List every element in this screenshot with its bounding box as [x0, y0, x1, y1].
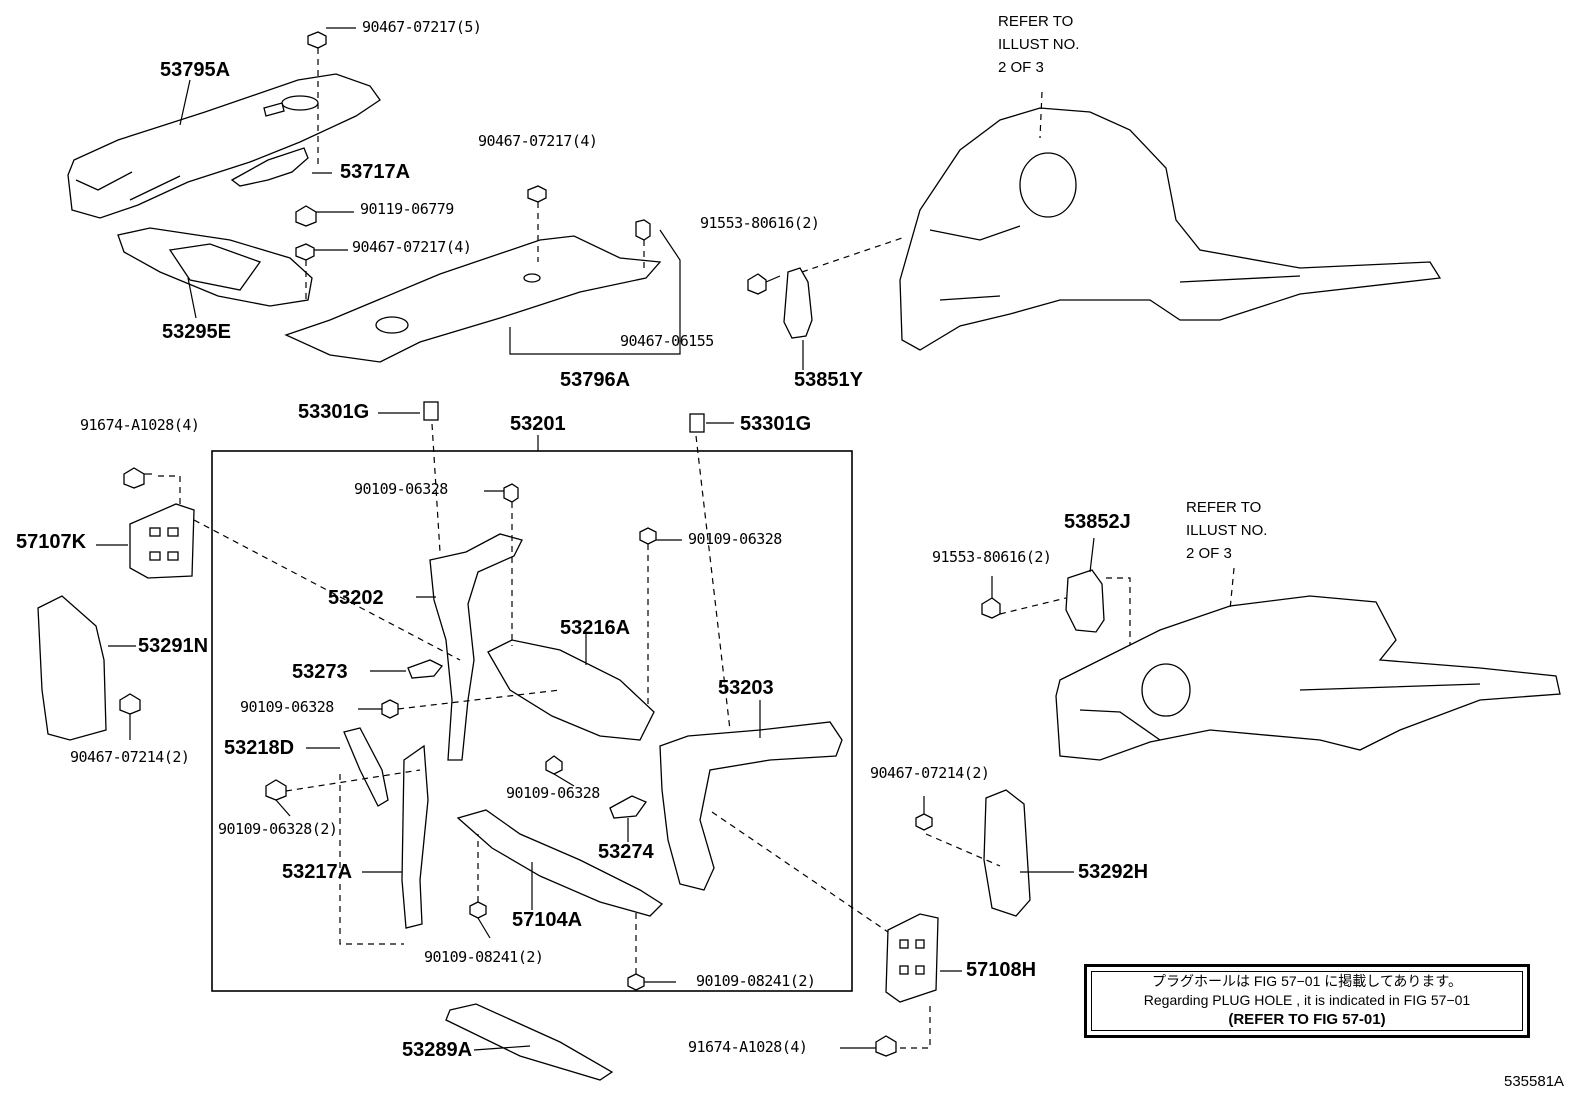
label-53717A: 53717A	[340, 161, 411, 183]
bolt-icon	[627, 973, 645, 991]
bolt-icon	[747, 273, 767, 295]
bolt-icon	[307, 31, 327, 49]
plug-hole-notice: プラグホールは FIG 57−01 に掲載してあります。 Regarding P…	[1084, 964, 1530, 1038]
part-53291N	[37, 595, 107, 741]
part-53292H	[983, 789, 1031, 917]
label-53202: 53202	[328, 587, 384, 609]
body-structure-right	[1055, 595, 1561, 761]
label-90109-08241-2-right: 90109-08241(2)	[696, 972, 816, 990]
part-53295E	[117, 227, 313, 307]
label-90109-08241-2-left: 90109-08241(2)	[424, 948, 544, 966]
part-53852J	[1065, 569, 1105, 633]
part-53851Y	[783, 267, 813, 339]
part-53217A	[401, 744, 429, 929]
label-53292H: 53292H	[1078, 861, 1149, 883]
figure-id: 535581A	[1504, 1073, 1565, 1090]
label-91553-80616-2-right: 91553-80616(2)	[932, 548, 1052, 566]
label-90467-07214-2-right: 90467-07214(2)	[870, 764, 990, 782]
part-57107K	[129, 503, 195, 579]
bolt-icon	[545, 755, 563, 775]
bolt-icon	[119, 693, 141, 715]
label-53795A: 53795A	[160, 59, 231, 81]
label-53796A: 53796A	[560, 369, 631, 391]
notice-reference: (REFER TO FIG 57-01)	[1228, 1011, 1386, 1028]
label-57107K: 57107K	[16, 531, 87, 553]
part-53301G-left	[423, 401, 439, 421]
label-53274: 53274	[598, 841, 654, 863]
label-90467-06155: 90467-06155	[620, 332, 714, 350]
part-53273	[407, 659, 444, 679]
notice-english: Regarding PLUG HOLE , it is indicated in…	[1143, 992, 1471, 1008]
fastener-icons	[119, 31, 1001, 1057]
part-53795A	[67, 73, 381, 219]
bolt-icon	[295, 205, 317, 227]
label-57104A: 57104A	[512, 909, 583, 931]
label-53852J: 53852J	[1064, 511, 1131, 533]
label-53301G-right: 53301G	[740, 413, 812, 435]
label-57108H: 57108H	[966, 959, 1037, 981]
body-structure-top	[899, 107, 1442, 351]
part-53301G-right	[689, 413, 705, 433]
label-90109-06328-top: 90109-06328	[354, 480, 448, 498]
part-57104A	[456, 809, 664, 917]
bolt-icon	[503, 483, 519, 503]
bolt-icon	[469, 901, 487, 919]
label-53289A: 53289A	[402, 1039, 473, 1061]
bolt-icon	[123, 467, 145, 489]
label-53851Y: 53851Y	[794, 369, 863, 391]
part-53796A	[284, 235, 662, 363]
label-90109-06328-right: 90109-06328	[688, 530, 782, 548]
notice-japanese: プラグホールは FIG 57−01 に掲載してあります。	[1151, 973, 1463, 989]
label-90109-06328-center: 90109-06328	[506, 784, 600, 802]
label-53291N: 53291N	[138, 635, 209, 657]
label-90109-06328-2: 90109-06328(2)	[218, 820, 338, 838]
label-53273: 53273	[292, 661, 348, 683]
label-91674-A1028-4-bottom: 91674-A1028(4)	[688, 1038, 808, 1056]
part-53289A	[445, 1003, 614, 1081]
label-53301G-left: 53301G	[298, 401, 370, 423]
label-91553-80616-2-top: 91553-80616(2)	[700, 214, 820, 232]
part-53717A	[230, 147, 309, 187]
bolt-icon	[295, 243, 315, 261]
part-53203	[659, 721, 843, 891]
part-57108H	[885, 913, 939, 1003]
part-53202	[429, 533, 523, 761]
label-90467-07217-4-left: 90467-07217(4)	[352, 238, 472, 256]
label-90467-07214-2-left: 90467-07214(2)	[70, 748, 190, 766]
bolt-icon	[635, 219, 651, 241]
part-53218D	[343, 727, 389, 807]
label-90467-07217-5: 90467-07217(5)	[362, 18, 482, 36]
label-53218D: 53218D	[224, 737, 295, 759]
bolt-icon	[265, 779, 287, 801]
label-53201: 53201	[510, 413, 566, 435]
bolt-icon	[915, 813, 933, 831]
label-53216A: 53216A	[560, 617, 631, 639]
label-53217A: 53217A	[282, 861, 353, 883]
label-90109-06328-left: 90109-06328	[240, 698, 334, 716]
label-90119-06779: 90119-06779	[360, 200, 454, 218]
bolt-icon	[875, 1035, 897, 1057]
label-91674-A1028-4-left: 91674-A1028(4)	[80, 416, 200, 434]
bolt-icon	[639, 527, 657, 545]
bolt-icon	[527, 185, 547, 203]
part-53274	[609, 795, 647, 819]
label-90467-07217-4-center: 90467-07217(4)	[478, 132, 598, 150]
assembly-frame-53201	[211, 450, 853, 992]
bolt-icon	[981, 597, 1001, 619]
label-53203: 53203	[718, 677, 774, 699]
label-53295E: 53295E	[162, 321, 231, 343]
part-53216A	[487, 639, 655, 741]
bolt-icon	[381, 699, 399, 719]
